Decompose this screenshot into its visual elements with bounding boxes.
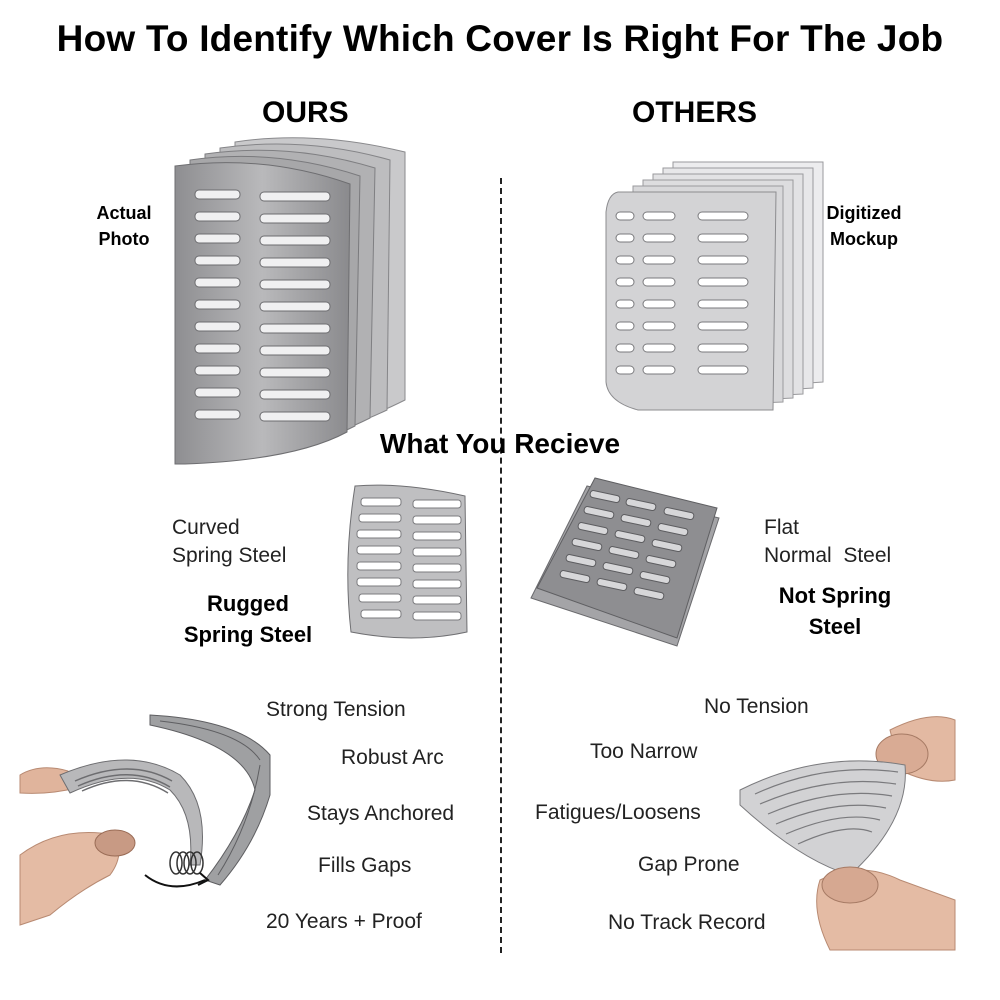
others-bending-demo-image: [739, 716, 956, 951]
others-steel-line2: Normal Steel: [764, 544, 892, 567]
center-divider: [500, 178, 502, 953]
actual-photo-label: Actual Photo: [88, 200, 160, 252]
others-quality-line2: Steel: [808, 614, 862, 639]
ours-steel-line2: Spring Steel: [172, 544, 287, 567]
others-quality-line1: Not Spring: [778, 583, 892, 608]
ours-quality-line2: Spring Steel: [183, 622, 313, 647]
ours-bending-demo-image: [19, 714, 271, 926]
ours-steel-type: Curved Spring Steel: [172, 514, 286, 570]
others-steel-type: Flat Normal Steel: [764, 514, 891, 570]
actual-photo-label-line2: Photo: [98, 229, 150, 249]
ours-feature: Stays Anchored: [307, 802, 455, 825]
others-cover-stack-image: [605, 161, 824, 411]
ours-feature: Robust Arc: [341, 746, 444, 769]
ours-steel-line1: Curved: [172, 516, 240, 539]
digitized-mockup-label-line1: Digitized: [826, 203, 902, 223]
page-title: How To Identify Which Cover Is Right For…: [56, 18, 944, 59]
others-steel-quality: Not Spring Steel: [762, 580, 908, 642]
actual-photo-label-line1: Actual: [96, 203, 152, 223]
ours-heading: OURS: [262, 96, 349, 129]
others-feature: No Track Record: [608, 911, 766, 934]
digitized-mockup-label-line2: Mockup: [829, 229, 898, 249]
others-heading: OTHERS: [632, 96, 758, 129]
ours-feature: 20 Years + Proof: [266, 910, 422, 933]
others-feature: Gap Prone: [638, 853, 740, 876]
ours-quality-line1: Rugged: [207, 591, 289, 616]
ours-single-cover-image: [347, 484, 468, 639]
digitized-mockup-label: Digitized Mockup: [818, 200, 910, 252]
ours-steel-quality: Rugged Spring Steel: [170, 588, 326, 650]
what-you-receive-heading: What You Recieve: [379, 428, 621, 459]
ours-feature: Fills Gaps: [318, 854, 412, 877]
ours-feature: Strong Tension: [266, 698, 406, 721]
others-steel-line1: Flat: [764, 516, 800, 539]
others-feature: Too Narrow: [590, 740, 698, 763]
ours-cover-stack-image: [174, 137, 406, 465]
others-feature: No Tension: [704, 695, 809, 718]
others-flat-stack-image: [530, 477, 720, 647]
others-feature: Fatigues/Loosens: [535, 801, 701, 824]
